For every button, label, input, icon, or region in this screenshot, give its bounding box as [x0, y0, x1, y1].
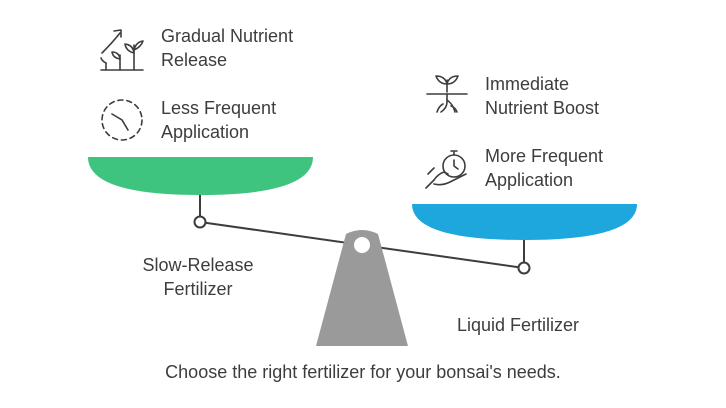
- item-text-line1: Immediate: [485, 74, 570, 94]
- plant-growth-icon: [100, 29, 144, 71]
- right-item-immediate-boost: Immediate Nutrient Boost: [485, 72, 599, 120]
- right-pan: [412, 204, 637, 240]
- right-pivot: [517, 261, 531, 275]
- item-text-line2: Application: [485, 170, 574, 190]
- left-item-less-frequent: Less Frequent Application: [161, 96, 276, 144]
- label-line2: Fertilizer: [163, 279, 233, 299]
- item-text-line1: More Frequent: [485, 146, 604, 166]
- diagram-caption: Choose the right fertilizer for your bon…: [165, 362, 561, 382]
- item-text-line2: Nutrient Boost: [485, 98, 600, 118]
- hand-stopwatch-icon: [425, 150, 467, 189]
- item-text-line2: Release: [161, 50, 228, 70]
- item-text-line1: Less Frequent: [161, 98, 277, 118]
- label-line1: Slow-Release: [142, 255, 254, 275]
- liquid-fertilizer-label: Liquid Fertilizer: [457, 315, 580, 335]
- slow-release-label: Slow-Release Fertilizer: [128, 253, 268, 301]
- left-pivot: [193, 215, 207, 229]
- fulcrum: [316, 230, 408, 346]
- clock-icon: [101, 99, 143, 141]
- item-text-line2: Application: [161, 122, 250, 142]
- left-item-gradual-release: Gradual Nutrient Release: [161, 24, 293, 72]
- left-pan: [88, 157, 313, 195]
- item-text-line1: Gradual Nutrient: [161, 26, 294, 46]
- sprout-roots-icon: [426, 75, 468, 113]
- fulcrum-pin: [354, 237, 370, 253]
- right-item-more-frequent: More Frequent Application: [485, 144, 603, 192]
